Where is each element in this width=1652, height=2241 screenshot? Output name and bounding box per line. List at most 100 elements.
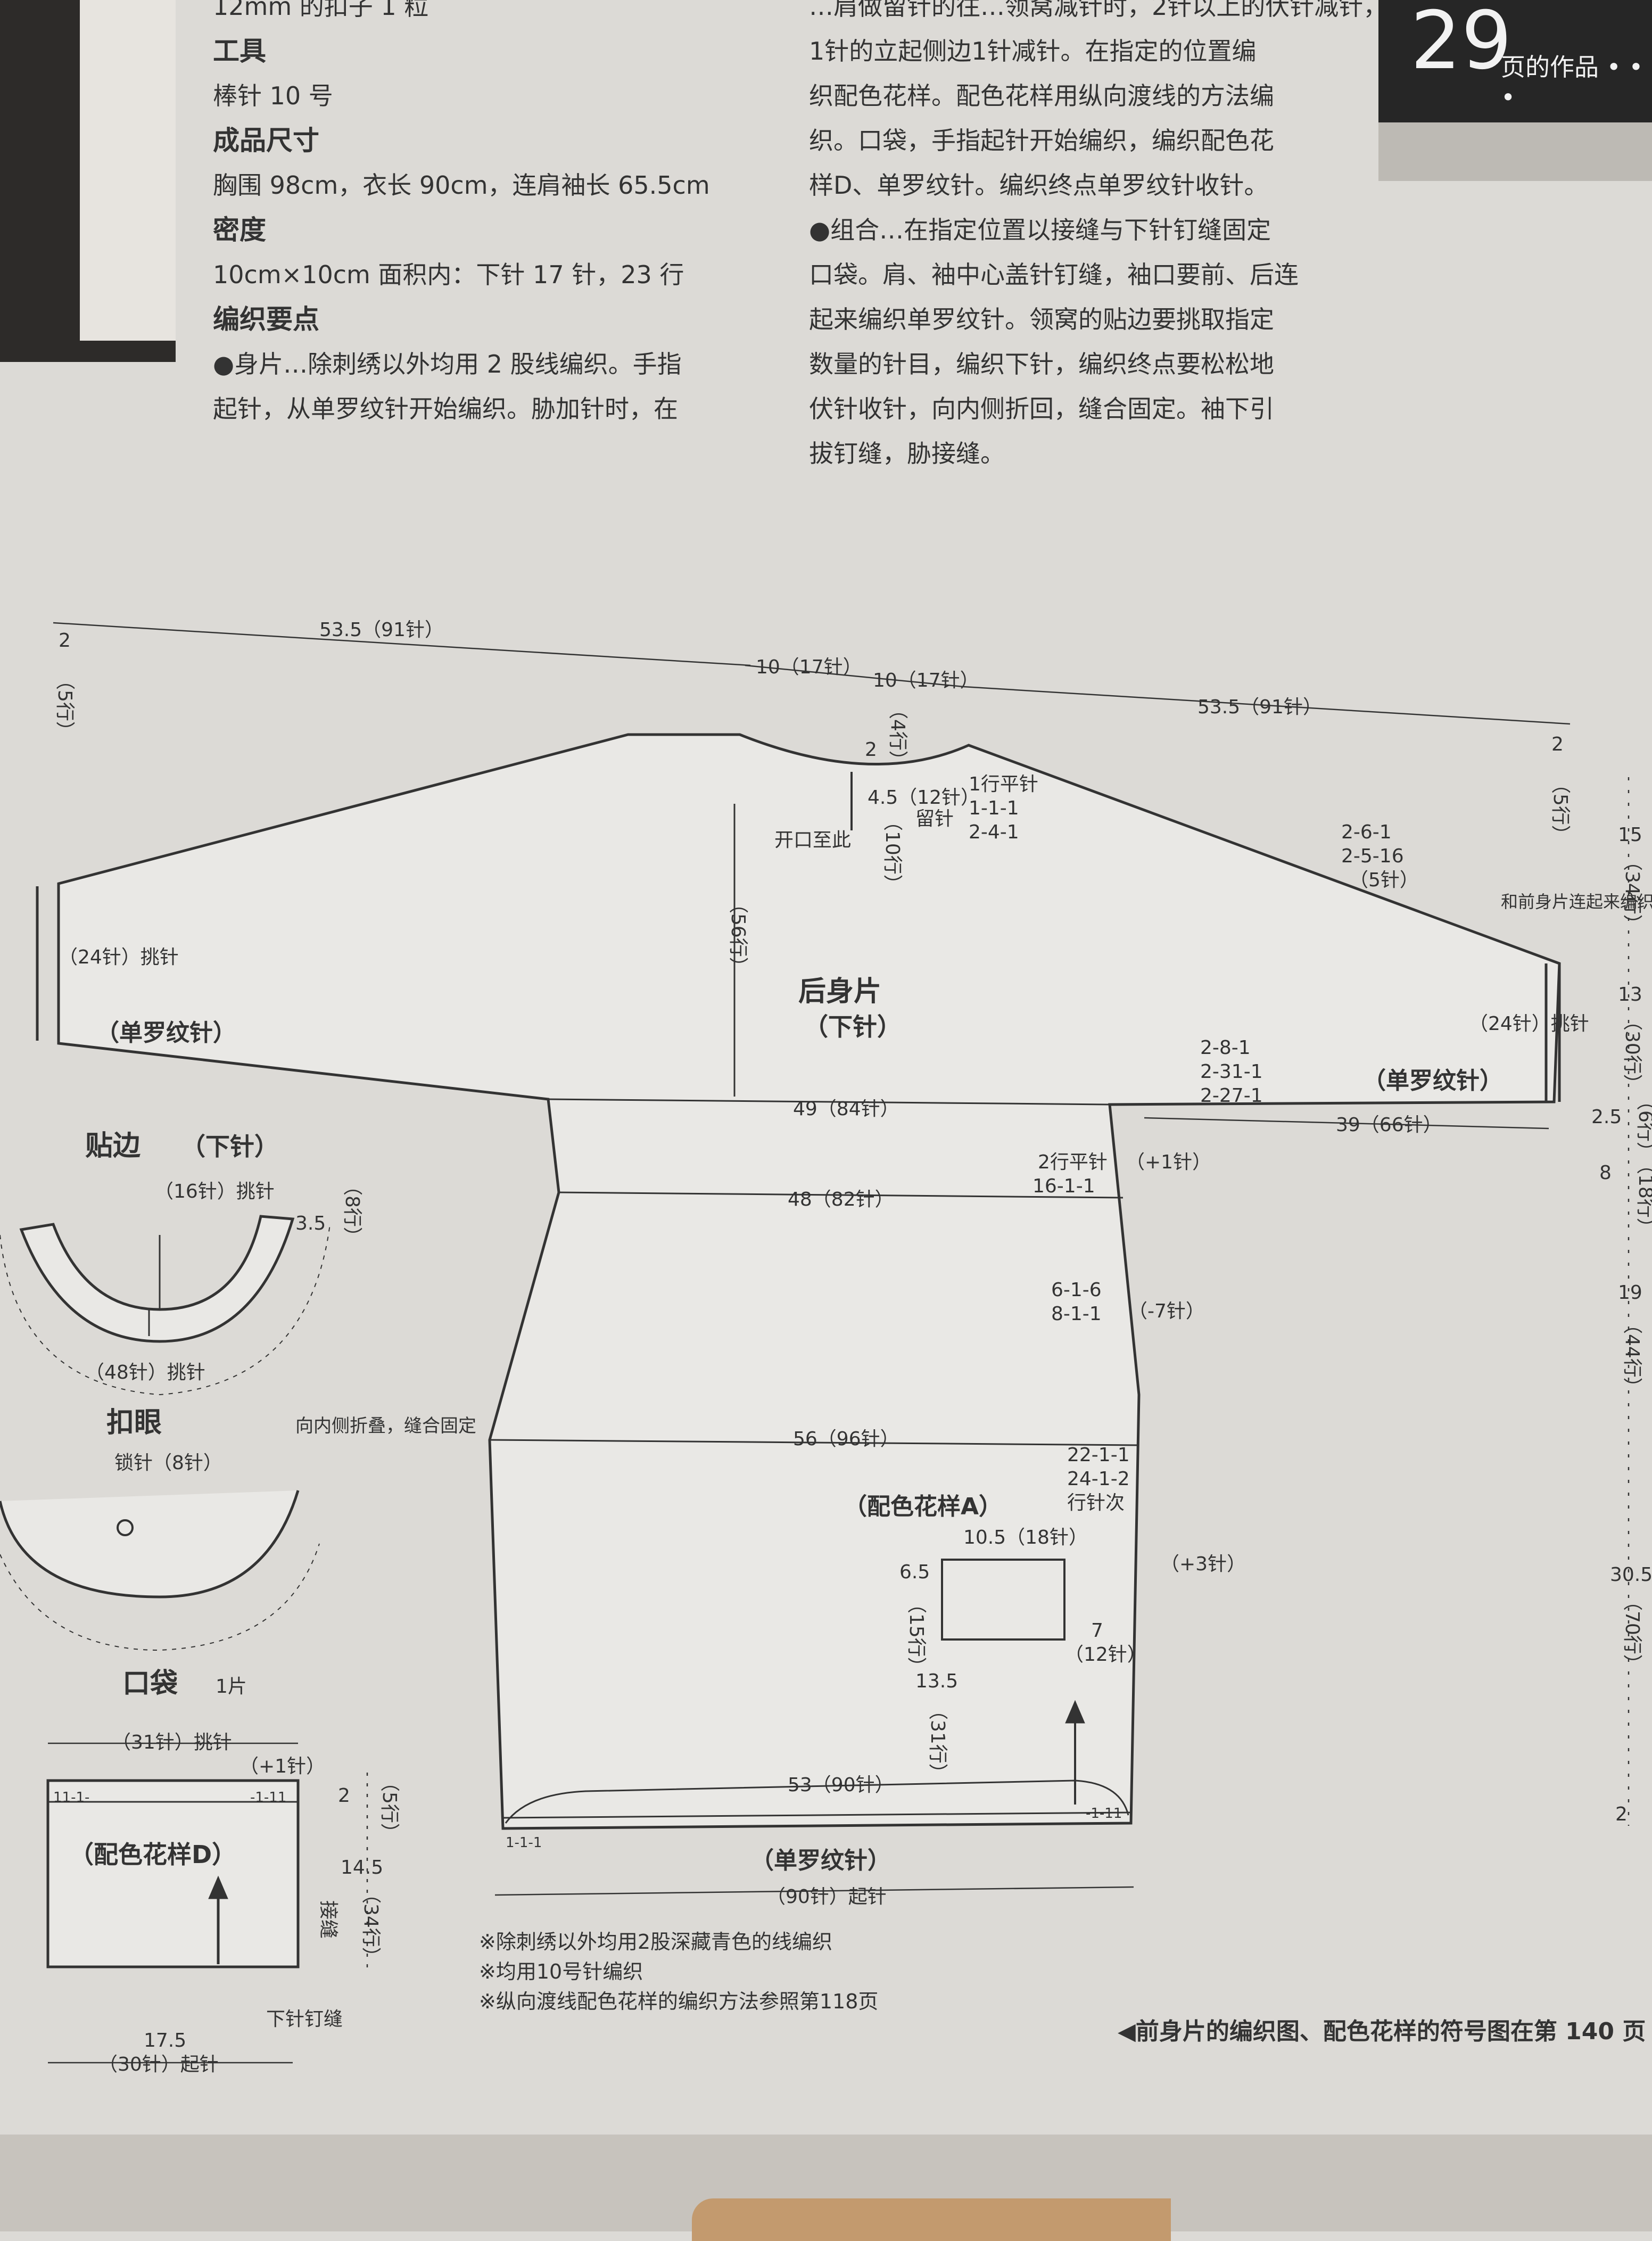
dim-top-right: 53.5（91针） [1197, 696, 1322, 718]
facing-48: （48针）挑针 [85, 1362, 205, 1383]
rib-mark: -1-11 [250, 1790, 286, 1806]
text-line: 拔钉缝，胁接缝。 [809, 439, 1005, 468]
side-shape-3c: 行针次 [1067, 1492, 1125, 1514]
pocket-pattern-d: （配色花样D） [69, 1840, 236, 1869]
shoulder-shape-3: （5针） [1349, 869, 1419, 891]
cast-on-label: （90针）起针 [766, 1886, 887, 1908]
dim-top-left: 53.5（91针） [319, 619, 444, 641]
text-line: 伏针收针，向内侧折回，缝合固定。袖下引 [809, 394, 1274, 423]
sleeve-right-pick: （24针）挑针 [1469, 1013, 1589, 1035]
pocket-5: （5行） [378, 1773, 400, 1842]
pocket-30: （30针）起针 [98, 2054, 219, 2075]
scale-2: 2 [1615, 1803, 1628, 1825]
page-number: 29 [1410, 0, 1512, 87]
scale-44: （44行） [1621, 1315, 1643, 1397]
pocket-31: （31针）挑针 [112, 1732, 232, 1753]
pa-15: （15行） [905, 1594, 927, 1676]
shoulder-shape-1: 2-6-1 [1341, 821, 1392, 843]
side-shape-2b: 8-1-1 [1051, 1303, 1102, 1325]
page-label: 页的作品 • • • [1501, 53, 1643, 112]
dim-neck-4: （4行） [887, 700, 908, 770]
right-text-column: …肩做留针的往…领窝减针时，2针以上的伏针减针， 1针的立起侧边1针减针。在指定… [809, 0, 1384, 476]
pocket-seam: 接缝 [317, 1900, 339, 1939]
scale-18: （18行） [1634, 1155, 1652, 1237]
pocket-pattern-a [941, 1559, 1065, 1641]
text-line: 1针的立起侧边1针减针。在指定的位置编 [809, 37, 1257, 65]
dim-right-2: 2 [1551, 734, 1564, 755]
dim-neck-45: 4.5（12针） [868, 787, 980, 809]
scale-6: （6行） [1634, 1091, 1652, 1161]
dim-width-56: 56（96针） [793, 1428, 899, 1450]
note-line: ※均用10号针编织 [479, 1960, 643, 1983]
rib-mark: -1-11 [1086, 1806, 1122, 1822]
pa-width: 10.5（18针） [963, 1527, 1088, 1548]
dim-width-48: 48（82针） [788, 1189, 894, 1210]
scale-25: 2.5 [1591, 1106, 1622, 1128]
scale-13: 13 [1618, 984, 1642, 1006]
line-82 [558, 1191, 1124, 1199]
sleeve-left-rib: （单罗纹针） [96, 1019, 236, 1047]
yoke-line-84 [548, 1098, 1110, 1106]
pattern-a-label: （配色花样A） [844, 1493, 1002, 1520]
page-header-box: 29 页的作品 • • • [1378, 0, 1652, 122]
text-line: …肩做留针的往…领窝减针时，2针以上的伏针减针， [809, 0, 1384, 21]
gauge-heading: 密度 [213, 215, 266, 245]
sleeve-right-rib: （单罗纹针） [1362, 1067, 1503, 1094]
text-line: 织配色花样。配色花样用纵向渡线的方法编 [809, 81, 1274, 110]
pocket-145: 14.5 [341, 1857, 383, 1879]
facing-8: （8行） [341, 1176, 363, 1246]
sleeve-left-pick: （24针）挑针 [59, 946, 179, 968]
side-shape-3b: 24-1-2 [1067, 1468, 1130, 1490]
points-text: ●身片…除刺绣以外均用 2 股线编织。手指 [213, 350, 682, 378]
scale-34: （34行） [1621, 852, 1643, 934]
side-shape-1a: 2行平针 [1038, 1151, 1108, 1173]
dim-neck-left: 10（17针） [756, 656, 862, 678]
pocket-d [46, 1779, 300, 1968]
line-96 [489, 1439, 1139, 1446]
pocket-title: 口袋 [122, 1668, 178, 1700]
model-photo [0, 0, 176, 362]
pocket-plus1: （+1针） [239, 1756, 325, 1777]
pa-7: 7 [1091, 1620, 1103, 1642]
size-heading: 成品尺寸 [213, 125, 319, 156]
pocket-2: 2 [338, 1785, 350, 1807]
left-text-column: 12mm 的扣子 1 粒 工具 棒针 10 号 成品尺寸 胸围 98cm，衣长 … [213, 0, 798, 431]
pa-12: （12针） [1064, 1644, 1146, 1666]
neck-shape-2: 1-1-1 [969, 797, 1019, 819]
buttonhole-lock: 锁针（8针） [114, 1452, 222, 1474]
tools-text: 棒针 10 号 [213, 81, 333, 110]
text-line: 样D、单罗纹针。编织终点单罗纹针收针。 [809, 171, 1269, 200]
buttonhole-shape [0, 1490, 300, 1599]
dim-width-39: 39（66针） [1336, 1114, 1442, 1136]
points-text: 起针，从单罗纹针开始编织。胁加针时，在 [213, 394, 678, 423]
pocket-34: （34行） [360, 1884, 382, 1966]
neck-shape-1: 1行平针 [969, 773, 1038, 795]
scale-30: （30行） [1621, 1011, 1643, 1093]
size-text: 胸围 98cm，衣长 90cm，连肩袖长 65.5cm [213, 171, 710, 200]
scale-305: 30.5 [1610, 1564, 1652, 1586]
plus-three: （+3针） [1160, 1553, 1246, 1575]
rib-mark: 1-1-1 [506, 1835, 542, 1851]
scale-70: （70行） [1621, 1592, 1643, 1674]
minus-seven: （-7针） [1128, 1300, 1205, 1322]
text-line: 织。口袋，手指起针开始编织，编织配色花 [809, 126, 1274, 155]
connect-note: 和前身片连起来编织 [1501, 892, 1652, 912]
bottom-rib-label: （单罗纹针） [750, 1847, 891, 1874]
pa-135: 13.5 [915, 1670, 958, 1692]
footer-reference: ◀前身片的编织图、配色花样的符号图在第 140 页 [1118, 2018, 1646, 2045]
sleeve-shape-3: 2-27-1 [1200, 1085, 1263, 1107]
buttonhole-title: 扣眼 [106, 1407, 162, 1439]
side-shape-3a: 22-1-1 [1067, 1444, 1130, 1466]
dim-width-53: 53（90针） [788, 1774, 894, 1796]
dim-left-rows: （5行） [54, 671, 76, 740]
neck-shape-3: 2-4-1 [969, 821, 1019, 843]
scale-15: 15 [1618, 824, 1642, 846]
pocket-kitchener: 下针钉缝 [266, 2008, 343, 2030]
text-line: ●组合…在指定位置以接缝与下针钉缝固定 [809, 216, 1271, 244]
dim-neck-hold: 留针 [915, 808, 954, 830]
dim-neck-rows: （10行） [881, 812, 903, 894]
dim-neck-2: 2 [865, 739, 877, 761]
shoulder-shape-2: 2-5-16 [1341, 845, 1404, 867]
scale-8: 8 [1599, 1162, 1612, 1184]
